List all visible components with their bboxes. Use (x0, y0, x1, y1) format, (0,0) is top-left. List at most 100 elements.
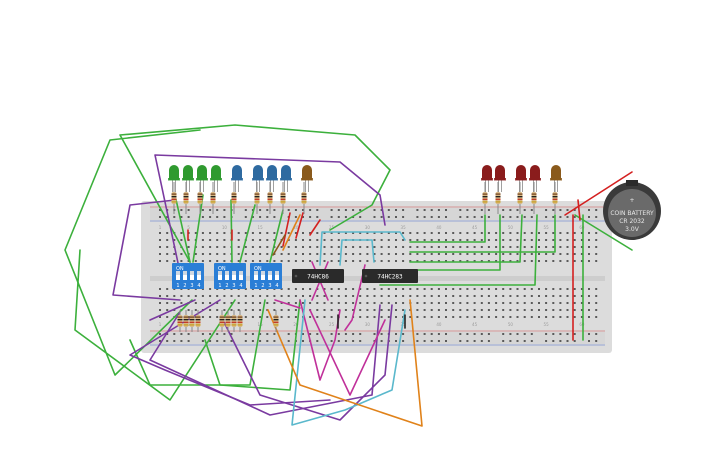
breadboard-hole[interactable] (201, 209, 204, 211)
breadboard-hole[interactable] (545, 295, 548, 297)
breadboard-hole[interactable] (330, 246, 333, 248)
breadboard-hole[interactable] (251, 333, 254, 335)
breadboard-hole[interactable] (323, 309, 326, 311)
breadboard-hole[interactable] (209, 302, 212, 304)
breadboard-hole[interactable] (473, 302, 476, 304)
breadboard-hole[interactable] (166, 288, 169, 290)
breadboard-hole[interactable] (273, 232, 276, 234)
breadboard-hole[interactable] (344, 309, 347, 311)
breadboard-hole[interactable] (545, 239, 548, 241)
breadboard-hole[interactable] (552, 246, 555, 248)
breadboard-hole[interactable] (209, 295, 212, 297)
breadboard-hole[interactable] (216, 253, 219, 255)
breadboard-hole[interactable] (387, 295, 390, 297)
breadboard-hole[interactable] (294, 302, 297, 304)
breadboard-hole[interactable] (209, 333, 212, 335)
breadboard-hole[interactable] (287, 340, 290, 342)
breadboard-hole[interactable] (459, 260, 462, 262)
breadboard-hole[interactable] (487, 316, 490, 318)
breadboard-hole[interactable] (487, 333, 490, 335)
breadboard-hole[interactable] (402, 340, 405, 342)
breadboard-hole[interactable] (373, 302, 376, 304)
breadboard-hole[interactable] (480, 302, 483, 304)
breadboard-hole[interactable] (373, 246, 376, 248)
breadboard-hole[interactable] (409, 316, 412, 318)
breadboard-hole[interactable] (416, 209, 419, 211)
breadboard-hole[interactable] (223, 295, 226, 297)
breadboard-hole[interactable] (380, 260, 383, 262)
breadboard-hole[interactable] (366, 302, 369, 304)
wire-purple-5[interactable] (221, 304, 393, 421)
dip-switch-slot[interactable] (268, 271, 272, 280)
breadboard-hole[interactable] (516, 333, 519, 335)
resistor[interactable] (183, 310, 189, 332)
wire-magenta-4[interactable] (309, 309, 386, 396)
breadboard-hole[interactable] (251, 316, 254, 318)
breadboard-hole[interactable] (509, 253, 512, 255)
breadboard-hole[interactable] (287, 295, 290, 297)
breadboard-hole[interactable] (323, 253, 326, 255)
breadboard-hole[interactable] (480, 239, 483, 241)
breadboard-hole[interactable] (337, 253, 340, 255)
breadboard-hole[interactable] (559, 239, 562, 241)
breadboard-hole[interactable] (538, 232, 540, 234)
breadboard-hole[interactable] (387, 302, 390, 304)
breadboard-hole[interactable] (566, 302, 569, 304)
breadboard-hole[interactable] (466, 295, 469, 297)
breadboard-hole[interactable] (387, 239, 390, 241)
breadboard-hole[interactable] (452, 232, 455, 234)
breadboard-hole[interactable] (216, 302, 219, 304)
breadboard-hole[interactable] (223, 333, 226, 335)
breadboard-hole[interactable] (323, 316, 326, 318)
breadboard-hole[interactable] (588, 209, 590, 211)
breadboard-hole[interactable] (437, 260, 440, 262)
breadboard-hole[interactable] (287, 288, 290, 290)
breadboard-hole[interactable] (545, 309, 548, 311)
breadboard-hole[interactable] (280, 288, 283, 290)
breadboard-hole[interactable] (580, 316, 583, 318)
breadboard-hole[interactable] (423, 232, 426, 234)
wire-green-15[interactable] (409, 214, 486, 243)
breadboard-hole[interactable] (166, 295, 169, 297)
led[interactable] (252, 165, 264, 192)
breadboard-hole[interactable] (244, 295, 247, 297)
breadboard-hole[interactable] (452, 295, 455, 297)
breadboard-hole[interactable] (294, 246, 297, 248)
breadboard-hole[interactable] (530, 340, 533, 342)
breadboard-hole[interactable] (473, 333, 476, 335)
breadboard-hole[interactable] (302, 239, 304, 241)
breadboard-hole[interactable] (180, 302, 183, 304)
breadboard-hole[interactable] (395, 239, 397, 241)
breadboard-hole[interactable] (309, 216, 312, 218)
breadboard-hole[interactable] (473, 232, 476, 234)
breadboard-hole[interactable] (244, 260, 247, 262)
breadboard-hole[interactable] (209, 239, 212, 241)
breadboard-hole[interactable] (430, 253, 433, 255)
breadboard-hole[interactable] (251, 232, 254, 234)
breadboard-hole[interactable] (259, 260, 262, 262)
breadboard-hole[interactable] (166, 232, 169, 234)
breadboard-hole[interactable] (237, 239, 240, 241)
breadboard-hole[interactable] (266, 246, 269, 248)
breadboard-hole[interactable] (302, 260, 304, 262)
chip-74hc283[interactable]: 74HC283 (362, 269, 418, 283)
breadboard-hole[interactable] (201, 239, 204, 241)
breadboard-hole[interactable] (459, 333, 462, 335)
breadboard-hole[interactable] (366, 288, 369, 290)
breadboard-hole[interactable] (423, 253, 426, 255)
breadboard-hole[interactable] (380, 216, 383, 218)
led[interactable] (231, 165, 243, 192)
dip-switch-slot[interactable] (261, 271, 265, 280)
breadboard-hole[interactable] (166, 216, 169, 218)
breadboard-hole[interactable] (302, 209, 304, 211)
breadboard-hole[interactable] (294, 295, 297, 297)
breadboard-hole[interactable] (495, 302, 498, 304)
breadboard-hole[interactable] (466, 288, 469, 290)
breadboard-hole[interactable] (316, 340, 319, 342)
breadboard-hole[interactable] (466, 216, 469, 218)
breadboard-hole[interactable] (166, 333, 169, 335)
breadboard-hole[interactable] (323, 239, 326, 241)
breadboard-hole[interactable] (395, 295, 397, 297)
wire-red-4[interactable] (295, 212, 304, 239)
breadboard-hole[interactable] (466, 232, 469, 234)
